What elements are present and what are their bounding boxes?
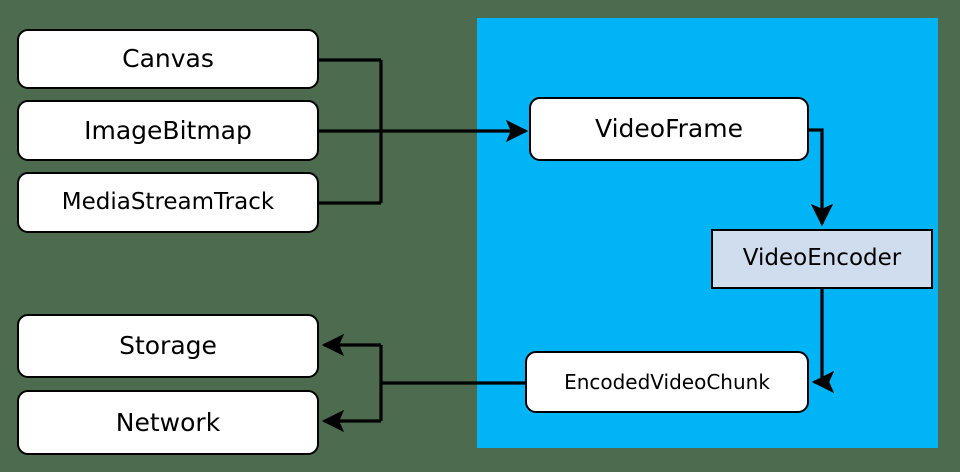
node-mediastreamtrack[interactable] xyxy=(17,172,319,233)
node-storage[interactable] xyxy=(17,314,319,378)
node-videoencoder[interactable] xyxy=(711,229,933,289)
node-encodedvideochunk[interactable] xyxy=(525,351,809,413)
node-network[interactable] xyxy=(17,390,319,455)
node-canvas[interactable] xyxy=(17,29,319,89)
node-imagebitmap[interactable] xyxy=(17,100,319,161)
edge-videoencoder-to-encodedvideochunk xyxy=(811,288,835,394)
edge-videoframe-to-videoencoder xyxy=(808,128,834,227)
node-videoframe[interactable] xyxy=(529,97,809,161)
